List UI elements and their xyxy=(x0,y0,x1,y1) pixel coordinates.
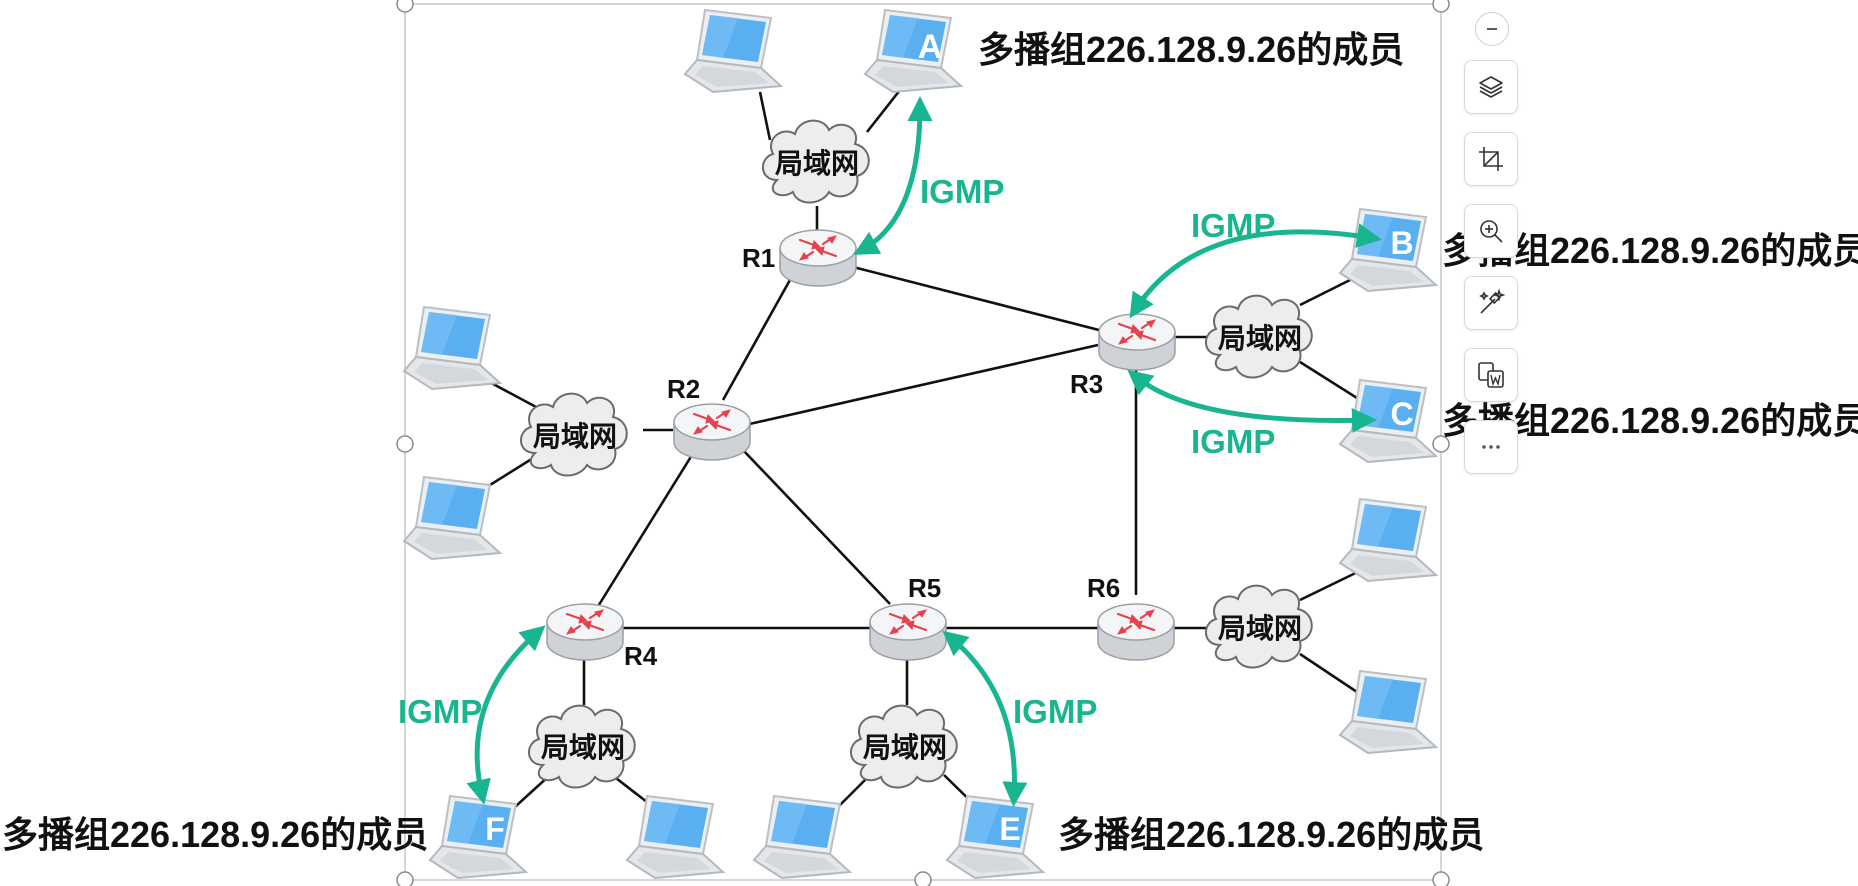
laptop-icon xyxy=(403,476,501,560)
lan-cloud-left: 局域网 xyxy=(519,392,628,477)
minus-button[interactable] xyxy=(1475,12,1509,46)
host-a: A xyxy=(864,9,962,93)
igmp-arrow-b-r3 xyxy=(1129,223,1382,319)
router-r3: R3 xyxy=(1070,312,1177,399)
convert-to-word-button[interactable] xyxy=(1464,348,1518,402)
laptop-icon xyxy=(626,795,724,879)
link-lan-host-a xyxy=(865,89,902,133)
router-r6: R6 xyxy=(1087,573,1176,662)
host-f: F xyxy=(429,795,527,879)
igmp-arrow-f-r4 xyxy=(466,625,546,805)
host-c: C xyxy=(1339,379,1437,463)
layers-button[interactable] xyxy=(1464,60,1518,114)
host-label: B xyxy=(1390,225,1413,261)
resize-handle-right[interactable] xyxy=(1432,435,1450,453)
minus-icon xyxy=(1487,28,1497,30)
convert-to-word-icon xyxy=(1478,362,1504,388)
lan-cloud-bottom-left: 局域网 xyxy=(527,704,636,789)
host-b: B xyxy=(1339,208,1437,292)
router-label: R4 xyxy=(624,641,658,671)
router-label: R3 xyxy=(1070,369,1103,399)
host-e: E xyxy=(946,795,1044,879)
router-label: R1 xyxy=(742,243,775,273)
lan-cloud-right: 局域网 xyxy=(1204,294,1313,379)
igmp-arrow-c-r3 xyxy=(1127,369,1377,433)
lan-cloud-bottom-middle: 局域网 xyxy=(849,704,958,789)
lan-label: 局域网 xyxy=(1218,613,1302,644)
selection-frame[interactable] xyxy=(396,0,1450,886)
lan-label: 局域网 xyxy=(863,732,947,763)
link-r2-r4 xyxy=(595,454,694,609)
link-r1-r2 xyxy=(721,261,802,401)
laptop-icon xyxy=(1339,498,1437,582)
igmp-arrow-e-r5 xyxy=(942,630,1028,807)
host-label: F xyxy=(485,811,505,847)
laptop-icon xyxy=(403,306,501,390)
igmp-arrow-a-r1 xyxy=(853,96,933,255)
more-button[interactable] xyxy=(1464,420,1518,474)
link-r2-r3 xyxy=(744,343,1099,427)
lan-label: 局域网 xyxy=(775,148,859,179)
member-label-f: 多播组226.128.9.26的成员 xyxy=(2,814,428,855)
more-icon xyxy=(1482,445,1500,449)
host-label: A xyxy=(918,28,943,66)
zoom-in-button[interactable] xyxy=(1464,204,1518,258)
crop-icon xyxy=(1479,147,1503,171)
resize-handle-bottom-left[interactable] xyxy=(396,871,414,886)
crop-button[interactable] xyxy=(1464,132,1518,186)
igmp-label: IGMP xyxy=(1013,693,1097,730)
laptop-icon xyxy=(429,795,527,879)
zoom-in-icon xyxy=(1480,220,1503,243)
igmp-arrows xyxy=(466,96,1382,807)
link-lan-host xyxy=(481,453,539,492)
router-label: R2 xyxy=(667,374,700,404)
laptop-icon xyxy=(864,9,962,93)
igmp-label: IGMP xyxy=(920,173,1004,210)
host-label: E xyxy=(999,811,1020,847)
router-label: R5 xyxy=(908,573,941,603)
laptop-icon xyxy=(753,795,851,879)
resize-handle-top-right[interactable] xyxy=(1432,0,1450,13)
laptop-icon xyxy=(1339,670,1437,754)
router-label: R6 xyxy=(1087,573,1120,603)
igmp-label: IGMP xyxy=(1191,423,1275,460)
magic-wand-icon xyxy=(1479,288,1506,314)
resize-handle-bottom-right[interactable] xyxy=(1432,871,1450,886)
lan-cloud-top: 局域网 xyxy=(761,119,870,204)
magic-wand-button[interactable] xyxy=(1464,276,1518,330)
member-label-e: 多播组226.128.9.26的成员 xyxy=(1058,814,1484,855)
lan-label: 局域网 xyxy=(541,732,625,763)
link-r1-r3 xyxy=(817,256,1139,342)
lan-label: 局域网 xyxy=(1218,323,1302,354)
router-r4: R4 xyxy=(545,602,658,671)
lan-label: 局域网 xyxy=(533,421,617,452)
resize-handle-left[interactable] xyxy=(396,435,414,453)
igmp-label: IGMP xyxy=(398,693,482,730)
layers-icon xyxy=(1479,76,1503,98)
resize-handle-bottom[interactable] xyxy=(914,871,932,886)
link-lan-host xyxy=(758,91,772,141)
host-label: C xyxy=(1390,396,1413,432)
link-r2-r5 xyxy=(742,449,891,605)
router-r1: R1 xyxy=(742,228,858,288)
igmp-label: IGMP xyxy=(1191,207,1275,244)
member-label-a: 多播组226.128.9.26的成员 xyxy=(978,29,1404,70)
router-r2: R2 xyxy=(667,374,752,462)
laptop-icon xyxy=(1339,208,1437,292)
resize-handle-top-left[interactable] xyxy=(396,0,414,13)
router-r5: R5 xyxy=(868,573,948,662)
laptop-icon xyxy=(684,9,782,93)
lan-cloud-lower-right: 局域网 xyxy=(1204,584,1313,669)
laptop-icon xyxy=(946,795,1044,879)
